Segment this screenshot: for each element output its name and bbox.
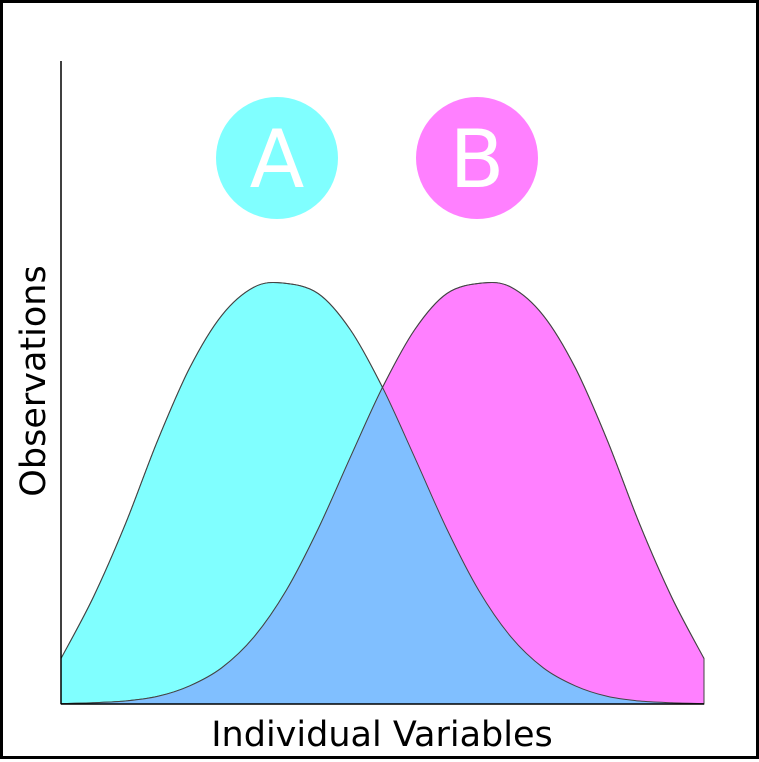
series-b-outline xyxy=(60,281,705,705)
series-a-outline xyxy=(60,281,705,705)
distribution-chart: A B Individual Variables Observations xyxy=(14,61,705,755)
x-axis-label: Individual Variables xyxy=(211,715,553,755)
series-a-badge-label: A xyxy=(250,113,305,206)
y-axis-label: Observations xyxy=(14,265,54,496)
series-b-badge-label: B xyxy=(450,113,505,206)
series-a-badge xyxy=(216,97,338,219)
series-b-badge xyxy=(416,97,538,219)
